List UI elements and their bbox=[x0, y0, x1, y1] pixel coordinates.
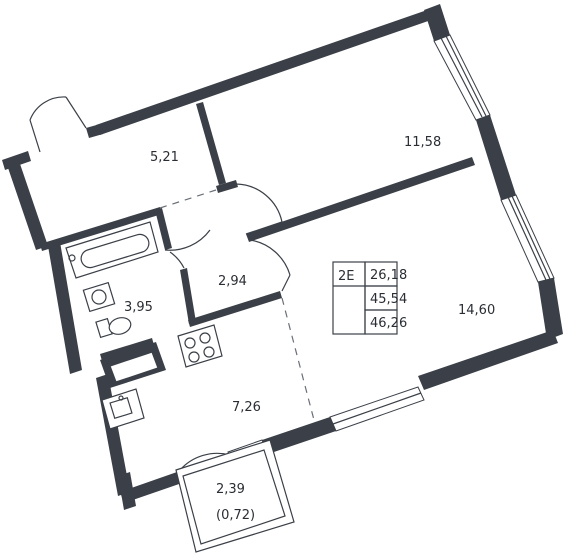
balcony bbox=[175, 439, 295, 553]
wall-corridor-kitchen bbox=[188, 291, 282, 327]
right-wall-middle bbox=[476, 115, 516, 200]
bottom-wall-right bbox=[418, 330, 558, 390]
room-area-kitchen: 7,26 bbox=[232, 400, 261, 415]
kitchen-zone-line bbox=[281, 297, 315, 421]
right-wall-bottom bbox=[538, 278, 563, 340]
room-area-balcony: 2,39 bbox=[216, 482, 245, 497]
bath-door[interactable] bbox=[164, 229, 211, 269]
kitchen-sink-icon bbox=[101, 388, 145, 430]
fixtures bbox=[65, 221, 223, 430]
room-area-corridor: 2,94 bbox=[218, 274, 247, 289]
living-area-value: 26,18 bbox=[370, 268, 407, 283]
exterior-walls bbox=[2, 4, 563, 510]
wall-hall-bottom bbox=[40, 207, 162, 251]
toilet-icon bbox=[95, 317, 132, 339]
living-door[interactable] bbox=[249, 239, 291, 292]
room-area-bathroom: 3,95 bbox=[124, 300, 153, 315]
apartment-type: 2E bbox=[338, 269, 355, 284]
apartment-type-cell bbox=[332, 261, 366, 335]
bathtub-icon bbox=[65, 221, 159, 279]
hall-door[interactable] bbox=[235, 183, 283, 235]
left-wall-bath bbox=[48, 242, 82, 374]
top-wall bbox=[96, 9, 434, 135]
room-area-hall: 5,21 bbox=[150, 150, 179, 165]
total-area-value: 45,54 bbox=[370, 292, 407, 307]
left-wall-hall bbox=[6, 158, 48, 250]
corridor-zone-line bbox=[159, 189, 217, 209]
wall-hall-bottom-2 bbox=[216, 180, 238, 193]
balcony-outline bbox=[175, 439, 295, 553]
interior-walls bbox=[40, 102, 475, 388]
top-left-corner bbox=[2, 151, 31, 170]
bottom-wall-middle bbox=[262, 417, 336, 454]
entrance-door[interactable] bbox=[29, 96, 87, 153]
room-area-living: 14,60 bbox=[458, 303, 495, 318]
wall-bedroom-bottom bbox=[246, 157, 475, 242]
wall-bath-corridor-2 bbox=[180, 268, 196, 324]
total-with-balcony-value: 46,26 bbox=[370, 316, 407, 331]
area-summary-table: 2E 26,18 45,54 46,26 bbox=[332, 261, 407, 335]
windows bbox=[227, 34, 555, 467]
bath-sink-icon bbox=[82, 281, 116, 313]
wall-bath-corridor bbox=[155, 208, 172, 250]
shaft-inner bbox=[109, 351, 159, 383]
bottom-wall-left bbox=[120, 472, 182, 503]
entrance-stub bbox=[86, 124, 103, 138]
room-area-bedroom: 11,58 bbox=[404, 135, 441, 150]
wall-hall-bedroom bbox=[196, 102, 226, 185]
wall-bath-bottom bbox=[100, 338, 154, 361]
stove-icon bbox=[177, 324, 223, 368]
top-right-pier bbox=[424, 4, 450, 41]
balcony-inner bbox=[182, 449, 286, 545]
room-area-balcony-note: (0,72) bbox=[216, 508, 255, 523]
